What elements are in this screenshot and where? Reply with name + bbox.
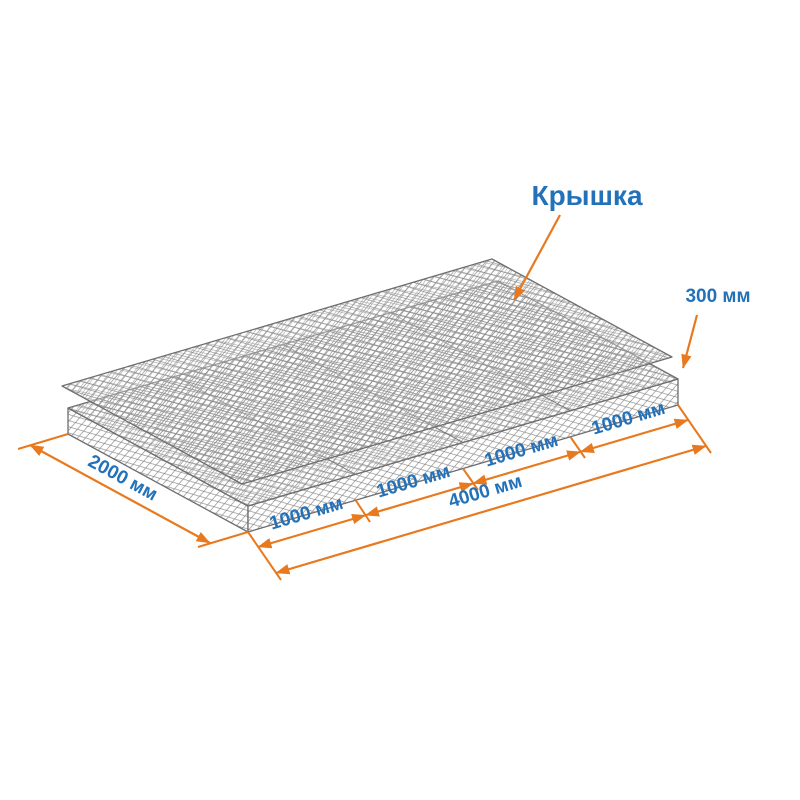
- dimension-line: [275, 444, 707, 575]
- extension-line: [197, 531, 249, 548]
- leader-arrow: [513, 214, 561, 301]
- extension-line: [677, 404, 712, 454]
- cover-callout: Крышка: [513, 180, 643, 301]
- dimension-line: [29, 444, 211, 544]
- leader-arrow: [681, 314, 699, 369]
- height-dimension-label: 300 мм: [685, 286, 750, 307]
- mesh-lid: [61, 258, 673, 485]
- extension-line: [17, 433, 69, 450]
- cover-label: Крышка: [531, 180, 642, 211]
- height-dimension: 300 мм: [681, 286, 751, 369]
- total-length-dimension-label: 4000 мм: [446, 471, 525, 513]
